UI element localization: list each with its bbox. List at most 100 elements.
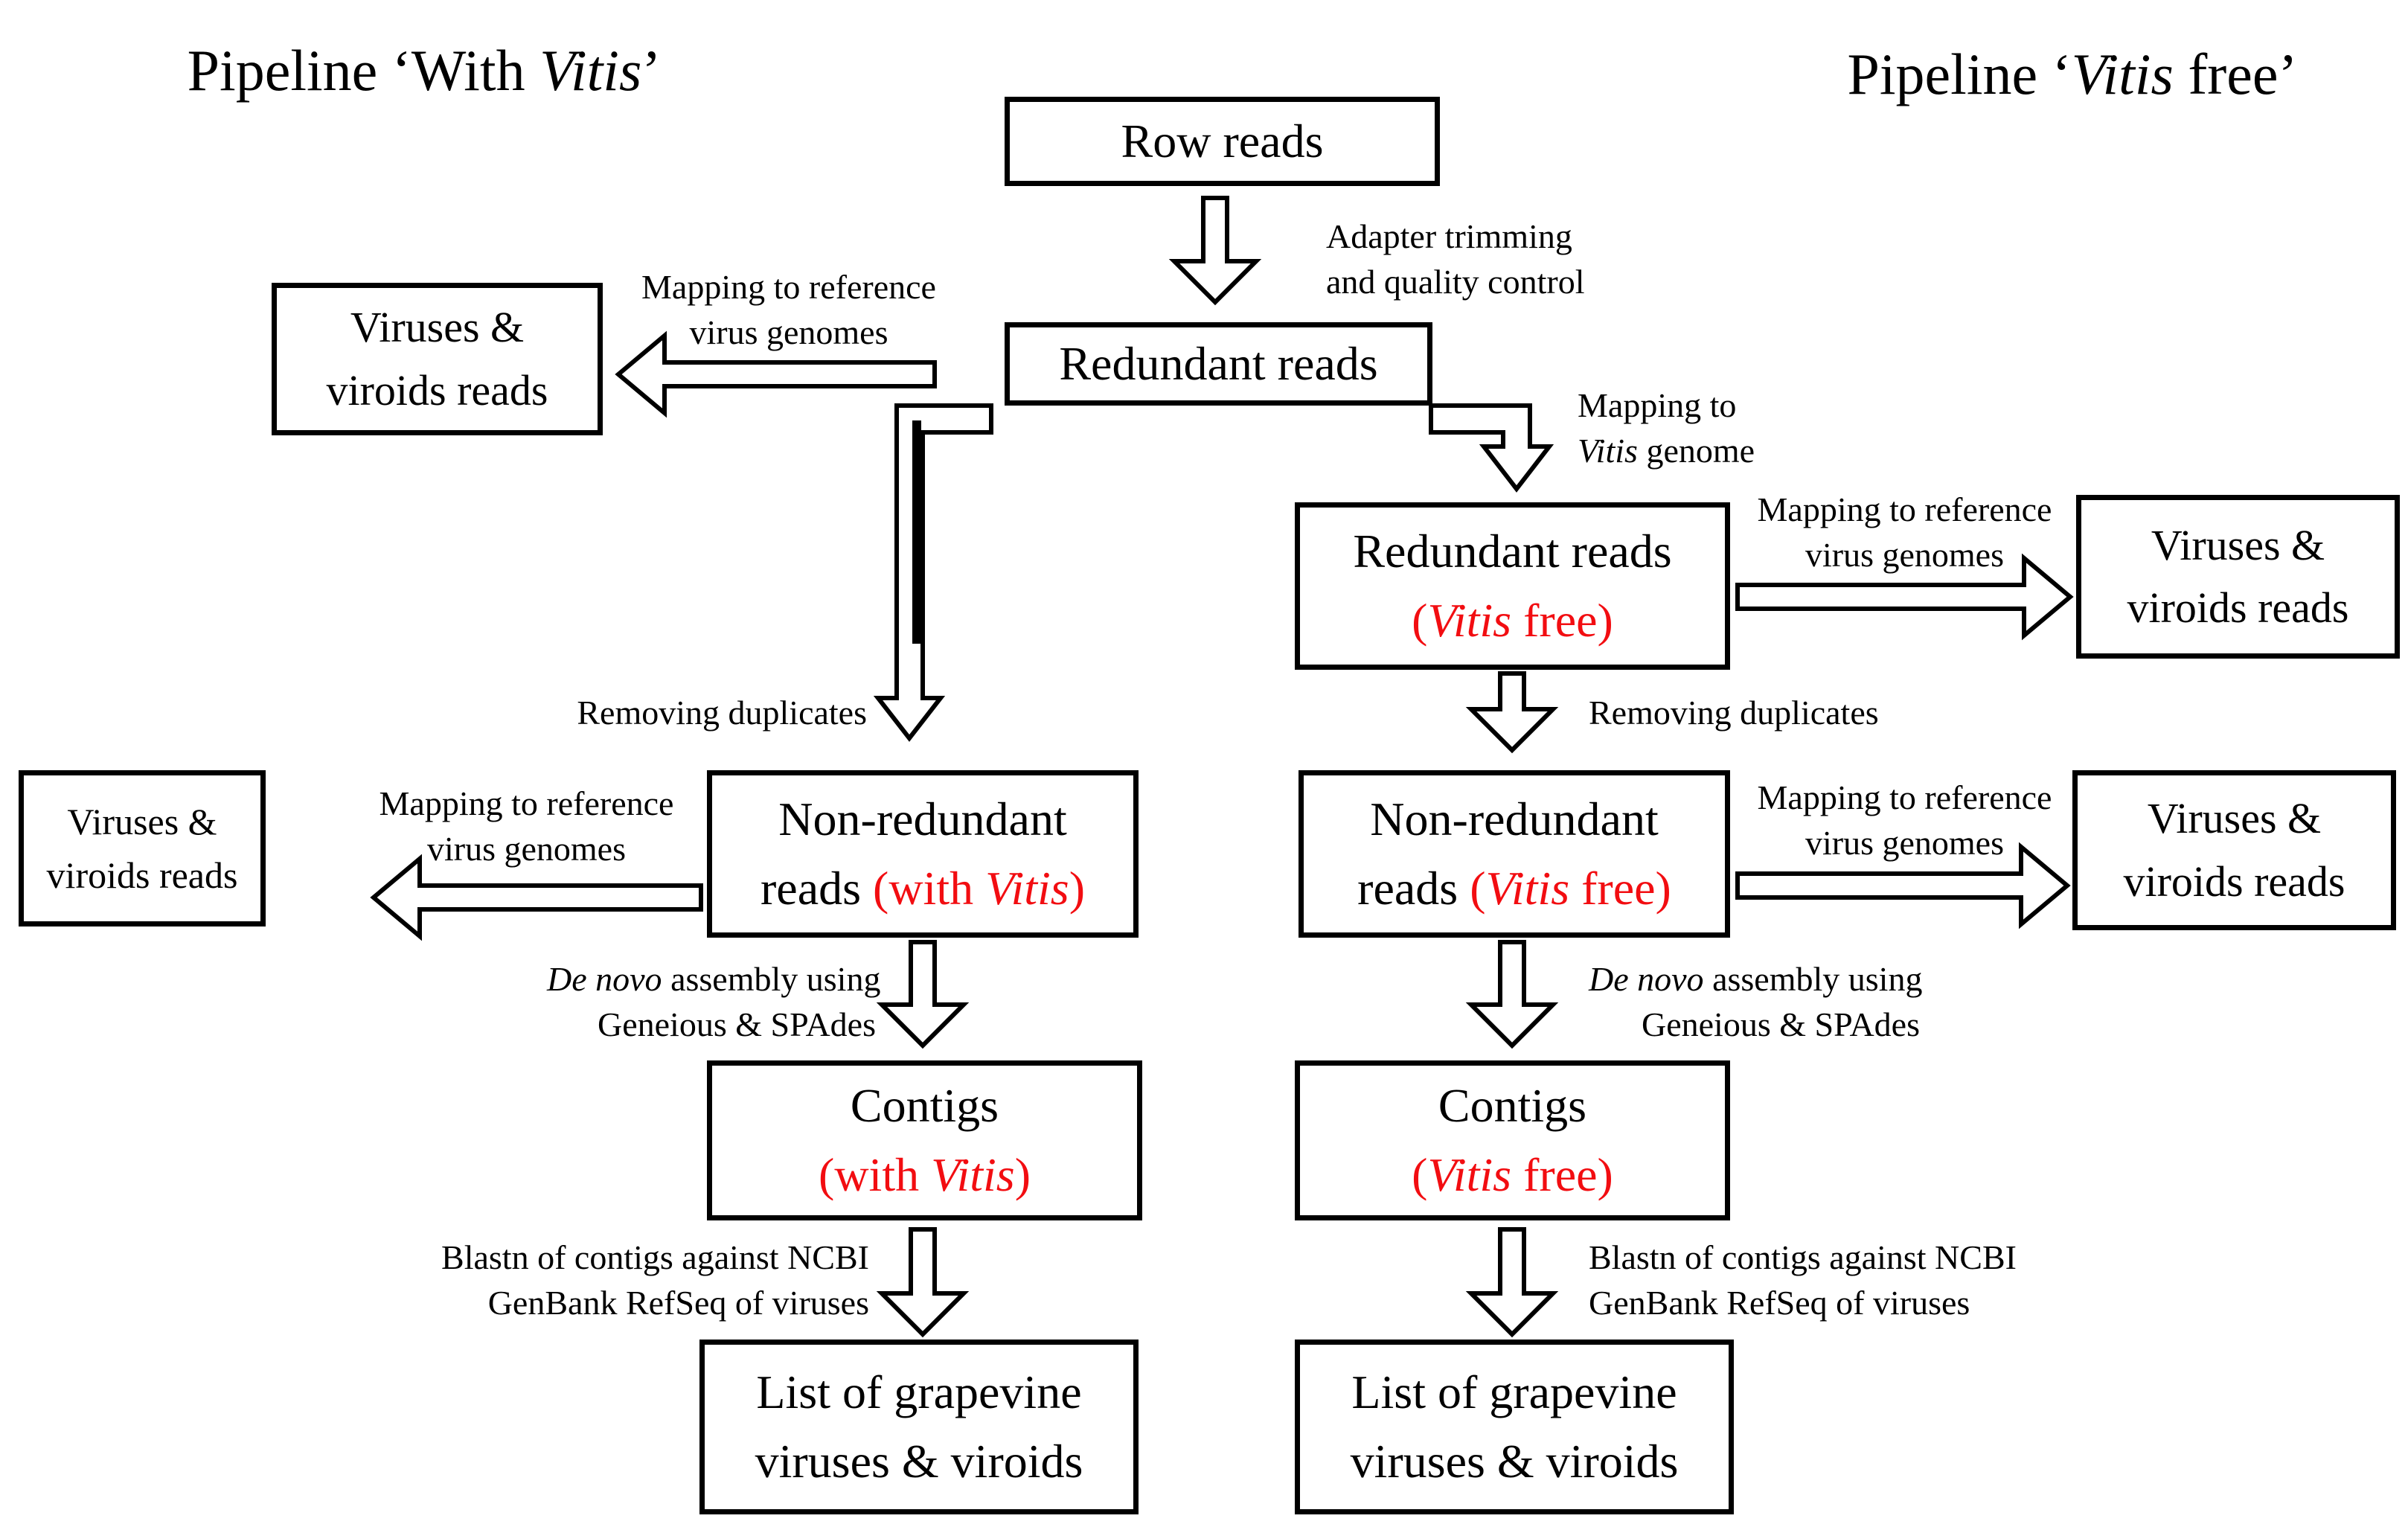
contigs-line1: Contigs bbox=[850, 1078, 999, 1132]
non-redundant-line1: Non-redundant bbox=[1370, 792, 1659, 845]
redundant-reads-label: Redundant reads bbox=[1059, 336, 1378, 390]
mapping-reference-line2: virus genomes bbox=[689, 313, 888, 351]
vitis-italic: Vitis bbox=[1578, 431, 1638, 470]
vitis-free-open: ( bbox=[1412, 593, 1428, 647]
list-line2: viruses & viroids bbox=[1350, 1434, 1679, 1488]
box-viruses-viroids-mid-left: Viruses & viroids reads bbox=[19, 770, 266, 926]
title-left-pre: Pipeline ‘With bbox=[187, 38, 540, 103]
viruses-viroids-line1: Viruses & bbox=[350, 303, 525, 352]
arrow-left-nonredundant-to-viruses-icon bbox=[370, 854, 703, 941]
title-right-italic: Vitis bbox=[2071, 42, 2174, 106]
title-left-italic: Vitis bbox=[539, 38, 642, 103]
de-novo-rest: assembly using bbox=[1703, 960, 1923, 998]
viruses-viroids-line2: viroids reads bbox=[2127, 583, 2349, 632]
with-vitis-italic: Vitis bbox=[931, 1148, 1015, 1201]
list-line1: List of grapevine bbox=[756, 1365, 1082, 1418]
list-line2: viruses & viroids bbox=[755, 1434, 1083, 1488]
pipeline-title-right: Pipeline ‘Vitis free’ bbox=[1808, 41, 2337, 108]
elbow-arrow-redundant-to-nonredundant-left-icon bbox=[873, 403, 993, 742]
label-mapping-reference-top-right: Mapping to reference virus genomes bbox=[1750, 487, 2059, 577]
non-redundant-line1: Non-redundant bbox=[778, 792, 1067, 845]
vitis-free-open: ( bbox=[1470, 861, 1486, 915]
de-novo-rest: assembly using bbox=[662, 960, 881, 998]
viruses-viroids-line2: viroids reads bbox=[326, 365, 548, 415]
arrow-down-vitisfree-to-nonredundant-icon bbox=[1465, 671, 1559, 754]
non-redundant-reads-text: reads bbox=[760, 861, 874, 915]
with-vitis-italic: Vitis bbox=[985, 861, 1069, 915]
mapping-reference-line2: virus genomes bbox=[1805, 823, 2004, 862]
vitis-free-rest: free) bbox=[1511, 1148, 1613, 1201]
vitis-free-italic: Vitis bbox=[1485, 861, 1570, 915]
removing-duplicates-text: Removing duplicates bbox=[1589, 694, 1879, 732]
arrow-right-nonredundant-to-viruses-icon bbox=[1735, 842, 2071, 929]
mapping-reference-line1: Mapping to reference bbox=[641, 268, 936, 306]
arrow-down-contigs-to-list-left-icon bbox=[876, 1227, 970, 1338]
non-redundant-line2: reads (with Vitis) bbox=[760, 854, 1085, 924]
title-left-post: ’ bbox=[641, 38, 662, 103]
viruses-viroids-line1: Viruses & bbox=[2151, 520, 2325, 569]
vitis-free-italic: Vitis bbox=[1427, 1148, 1512, 1201]
de-novo-line1: De novo assembly using bbox=[547, 957, 880, 1002]
box-redundant-reads: Redundant reads bbox=[1005, 322, 1432, 406]
label-blastn-left: Blastn of contigs against NCBI GenBank R… bbox=[439, 1235, 869, 1325]
redundant-vitis-free-line1: Redundant reads bbox=[1353, 524, 1672, 577]
with-vitis-open: (with bbox=[873, 861, 986, 915]
mapping-reference-line1: Mapping to reference bbox=[379, 784, 674, 822]
row-reads-label: Row reads bbox=[1121, 114, 1324, 167]
label-de-novo-left: De novo assembly using Geneious & SPAdes bbox=[547, 957, 880, 1047]
mapping-vitis-line2: Vitis genome bbox=[1578, 429, 1823, 474]
box-list-grapevine-left: List of grapevine viruses & viroids bbox=[699, 1340, 1139, 1514]
label-removing-duplicates-right: Removing duplicates bbox=[1589, 691, 1901, 736]
box-non-redundant-vitis-free: Non-redundant reads (Vitis free) bbox=[1299, 770, 1730, 938]
box-list-grapevine-right: List of grapevine viruses & viroids bbox=[1295, 1340, 1734, 1514]
label-removing-duplicates-left: Removing duplicates bbox=[569, 691, 867, 736]
de-novo-line2: Geneious & SPAdes bbox=[598, 1005, 876, 1043]
blastn-line2: GenBank RefSeq of viruses bbox=[1589, 1283, 1970, 1322]
label-blastn-right: Blastn of contigs against NCBI GenBank R… bbox=[1589, 1235, 2020, 1325]
arrow-down-nonredundant-to-contigs-right-icon bbox=[1465, 940, 1559, 1049]
mapping-reference-line2: virus genomes bbox=[1805, 535, 2004, 574]
box-row-reads: Row reads bbox=[1005, 97, 1440, 186]
contigs-line2: (Vitis free) bbox=[1412, 1141, 1613, 1210]
box-redundant-vitis-free: Redundant reads (Vitis free) bbox=[1295, 502, 1730, 670]
with-vitis-open: (with bbox=[819, 1148, 932, 1201]
contigs-line2: (with Vitis) bbox=[819, 1141, 1031, 1210]
pipeline-title-left: Pipeline ‘With Vitis’ bbox=[160, 37, 688, 104]
de-novo-line1: De novo assembly using bbox=[1589, 957, 1923, 1002]
contigs-line1: Contigs bbox=[1438, 1078, 1587, 1132]
arrow-left-redundant-to-viruses-icon bbox=[615, 330, 937, 418]
removing-duplicates-text: Removing duplicates bbox=[577, 694, 867, 732]
blastn-line1: Blastn of contigs against NCBI bbox=[441, 1238, 869, 1276]
box-viruses-viroids-mid-right: Viruses & viroids reads bbox=[2072, 770, 2396, 930]
blastn-line2: GenBank RefSeq of viruses bbox=[487, 1283, 869, 1322]
title-right-pre: Pipeline ‘ bbox=[1847, 42, 2072, 106]
label-mapping-reference-mid-right: Mapping to reference virus genomes bbox=[1750, 775, 2059, 865]
elbow-arrow-redundant-to-vitisfree-icon bbox=[1429, 403, 1554, 493]
arrow-down-row-to-redundant-icon bbox=[1168, 196, 1262, 306]
redundant-vitis-free-line2: (Vitis free) bbox=[1412, 586, 1613, 656]
viruses-viroids-line2: viroids reads bbox=[2123, 857, 2345, 906]
label-de-novo-right: De novo assembly using Geneious & SPAdes bbox=[1589, 957, 1923, 1047]
adapter-line2: and quality control bbox=[1326, 262, 1585, 301]
mapping-reference-line1: Mapping to reference bbox=[1757, 490, 2052, 528]
de-novo-line2: Geneious & SPAdes bbox=[1642, 1005, 1920, 1043]
mapping-reference-line1: Mapping to reference bbox=[1757, 778, 2052, 816]
label-mapping-reference-mid-left: Mapping to reference virus genomes bbox=[372, 781, 681, 871]
viruses-viroids-line2: viroids reads bbox=[46, 854, 238, 896]
arrow-right-vitisfree-to-viruses-icon bbox=[1735, 553, 2074, 641]
box-contigs-with-vitis: Contigs (with Vitis) bbox=[707, 1060, 1142, 1220]
vitis-free-rest: free) bbox=[1569, 861, 1671, 915]
box-non-redundant-with-vitis: Non-redundant reads (with Vitis) bbox=[707, 770, 1139, 938]
mapping-vitis-line1: Mapping to bbox=[1578, 386, 1737, 424]
vitis-free-rest: free) bbox=[1511, 593, 1613, 647]
label-adapter-trimming: Adapter trimming and quality control bbox=[1326, 214, 1639, 304]
viruses-viroids-line1: Viruses & bbox=[67, 800, 217, 842]
non-redundant-line2: reads (Vitis free) bbox=[1357, 854, 1671, 924]
with-vitis-close: ) bbox=[1014, 1148, 1031, 1201]
mapping-reference-line2: virus genomes bbox=[426, 829, 626, 868]
vitis-free-italic: Vitis bbox=[1427, 593, 1512, 647]
label-mapping-reference-top-left: Mapping to reference virus genomes bbox=[636, 265, 941, 355]
de-novo-italic: De novo bbox=[1589, 960, 1704, 998]
